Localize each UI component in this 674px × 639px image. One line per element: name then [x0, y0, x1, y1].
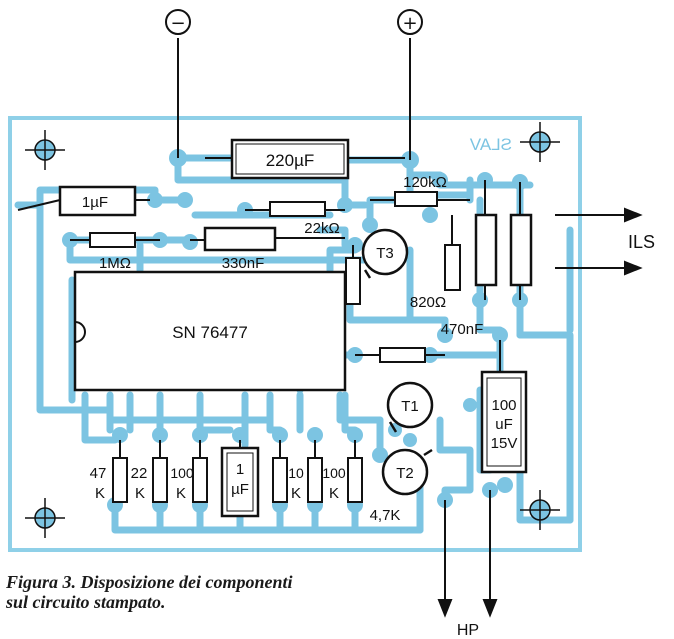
- resistor-10k: 10 K: [272, 440, 304, 503]
- capacitor-1uf-b-line2: µF: [231, 481, 249, 498]
- minus-terminal-icon: −: [165, 9, 191, 35]
- resistor-100k-a-line2: K: [176, 485, 186, 502]
- capacitor-470nf-label: 470nF: [441, 321, 484, 338]
- resistor-820: 820Ω: [410, 215, 461, 311]
- resistor-22k: 22kΩ: [245, 201, 345, 237]
- figure-caption: Figura 3. Disposizione dei componenti su…: [6, 572, 426, 612]
- capacitor-100uf-line2: uF: [495, 416, 513, 433]
- minus-terminal-label: −: [170, 13, 185, 34]
- resistor-bottom-right: [347, 440, 363, 503]
- transistor-t3-label: T3: [376, 245, 394, 262]
- caption-line-2: sul circuito stampato.: [6, 592, 166, 612]
- capacitor-1uf-left-label: 1µF: [82, 194, 108, 211]
- resistor-middle: [355, 347, 445, 363]
- resistor-47k-line1: 47: [90, 465, 107, 482]
- resistor-10k-line1: 10: [288, 465, 304, 481]
- capacitor-1uf-b-line1: 1: [236, 461, 244, 478]
- capacitor-1uf-left: 1µF: [17, 185, 150, 217]
- resistor-100k-b: 100 K: [307, 440, 346, 503]
- resistor-1m: 1MΩ: [70, 232, 160, 272]
- board-mark: SLAV: [469, 135, 512, 154]
- resistor-47k: 47 K: [90, 440, 128, 503]
- capacitor-100uf: 100 uF 15V: [480, 340, 528, 474]
- plus-terminal-label: +: [402, 13, 417, 34]
- transistor-t3: T3: [361, 228, 409, 279]
- resistor-4k7-label: 4,7K: [370, 507, 401, 524]
- caption-line-1: Figura 3. Disposizione dei componenti: [6, 572, 293, 592]
- resistor-pair-ils: 470nF: [441, 180, 533, 338]
- resistor-100k-a: 100 K: [170, 440, 208, 503]
- transistor-t2: T2: [381, 448, 433, 496]
- mounting-marks: [25, 122, 560, 538]
- capacitor-220uf-label: 220µF: [266, 151, 315, 170]
- ic-label: SN 76477: [172, 323, 248, 342]
- hp-output: [437, 490, 498, 618]
- transistor-t1-label: T1: [401, 398, 419, 415]
- capacitor-330nf: 330nF: [190, 226, 345, 272]
- capacitor-100uf-line3: 15V: [491, 435, 518, 452]
- capacitor-220uf: 220µF: [205, 138, 405, 180]
- resistor-22k-b-line1: 22: [131, 465, 148, 482]
- ils-output: [555, 207, 643, 276]
- capacitor-330nf-label: 330nF: [222, 255, 265, 272]
- resistor-120k-label: 120kΩ: [403, 174, 447, 191]
- resistor-10k-line2: K: [291, 485, 301, 502]
- resistor-22k-b-line2: K: [135, 485, 145, 502]
- transistor-t1: T1: [386, 381, 434, 433]
- resistor-22k-label: 22kΩ: [304, 220, 339, 237]
- solder-pads: [62, 149, 528, 513]
- resistor-820-label: 820Ω: [410, 294, 446, 311]
- resistor-22k-b: 22 K: [131, 440, 168, 503]
- transistor-t2-label: T2: [396, 465, 414, 482]
- resistor-120k: 120kΩ: [370, 174, 470, 207]
- resistor-1m-label: 1MΩ: [99, 255, 131, 272]
- capacitor-100uf-line1: 100: [491, 397, 516, 414]
- resistor-47k-line2: K: [95, 485, 105, 502]
- ic-sn76477: SN 76477: [73, 270, 347, 392]
- resistor-100k-b-line2: K: [329, 485, 339, 502]
- resistor-100k-b-line1: 100: [322, 465, 346, 481]
- plus-terminal-icon: +: [397, 9, 423, 35]
- ils-label: ILS: [628, 232, 655, 252]
- resistor-100k-a-line1: 100: [170, 465, 194, 481]
- capacitor-1uf-b: 1 µF: [220, 440, 260, 518]
- power-leads: [177, 38, 411, 160]
- hp-label: HP: [457, 622, 479, 639]
